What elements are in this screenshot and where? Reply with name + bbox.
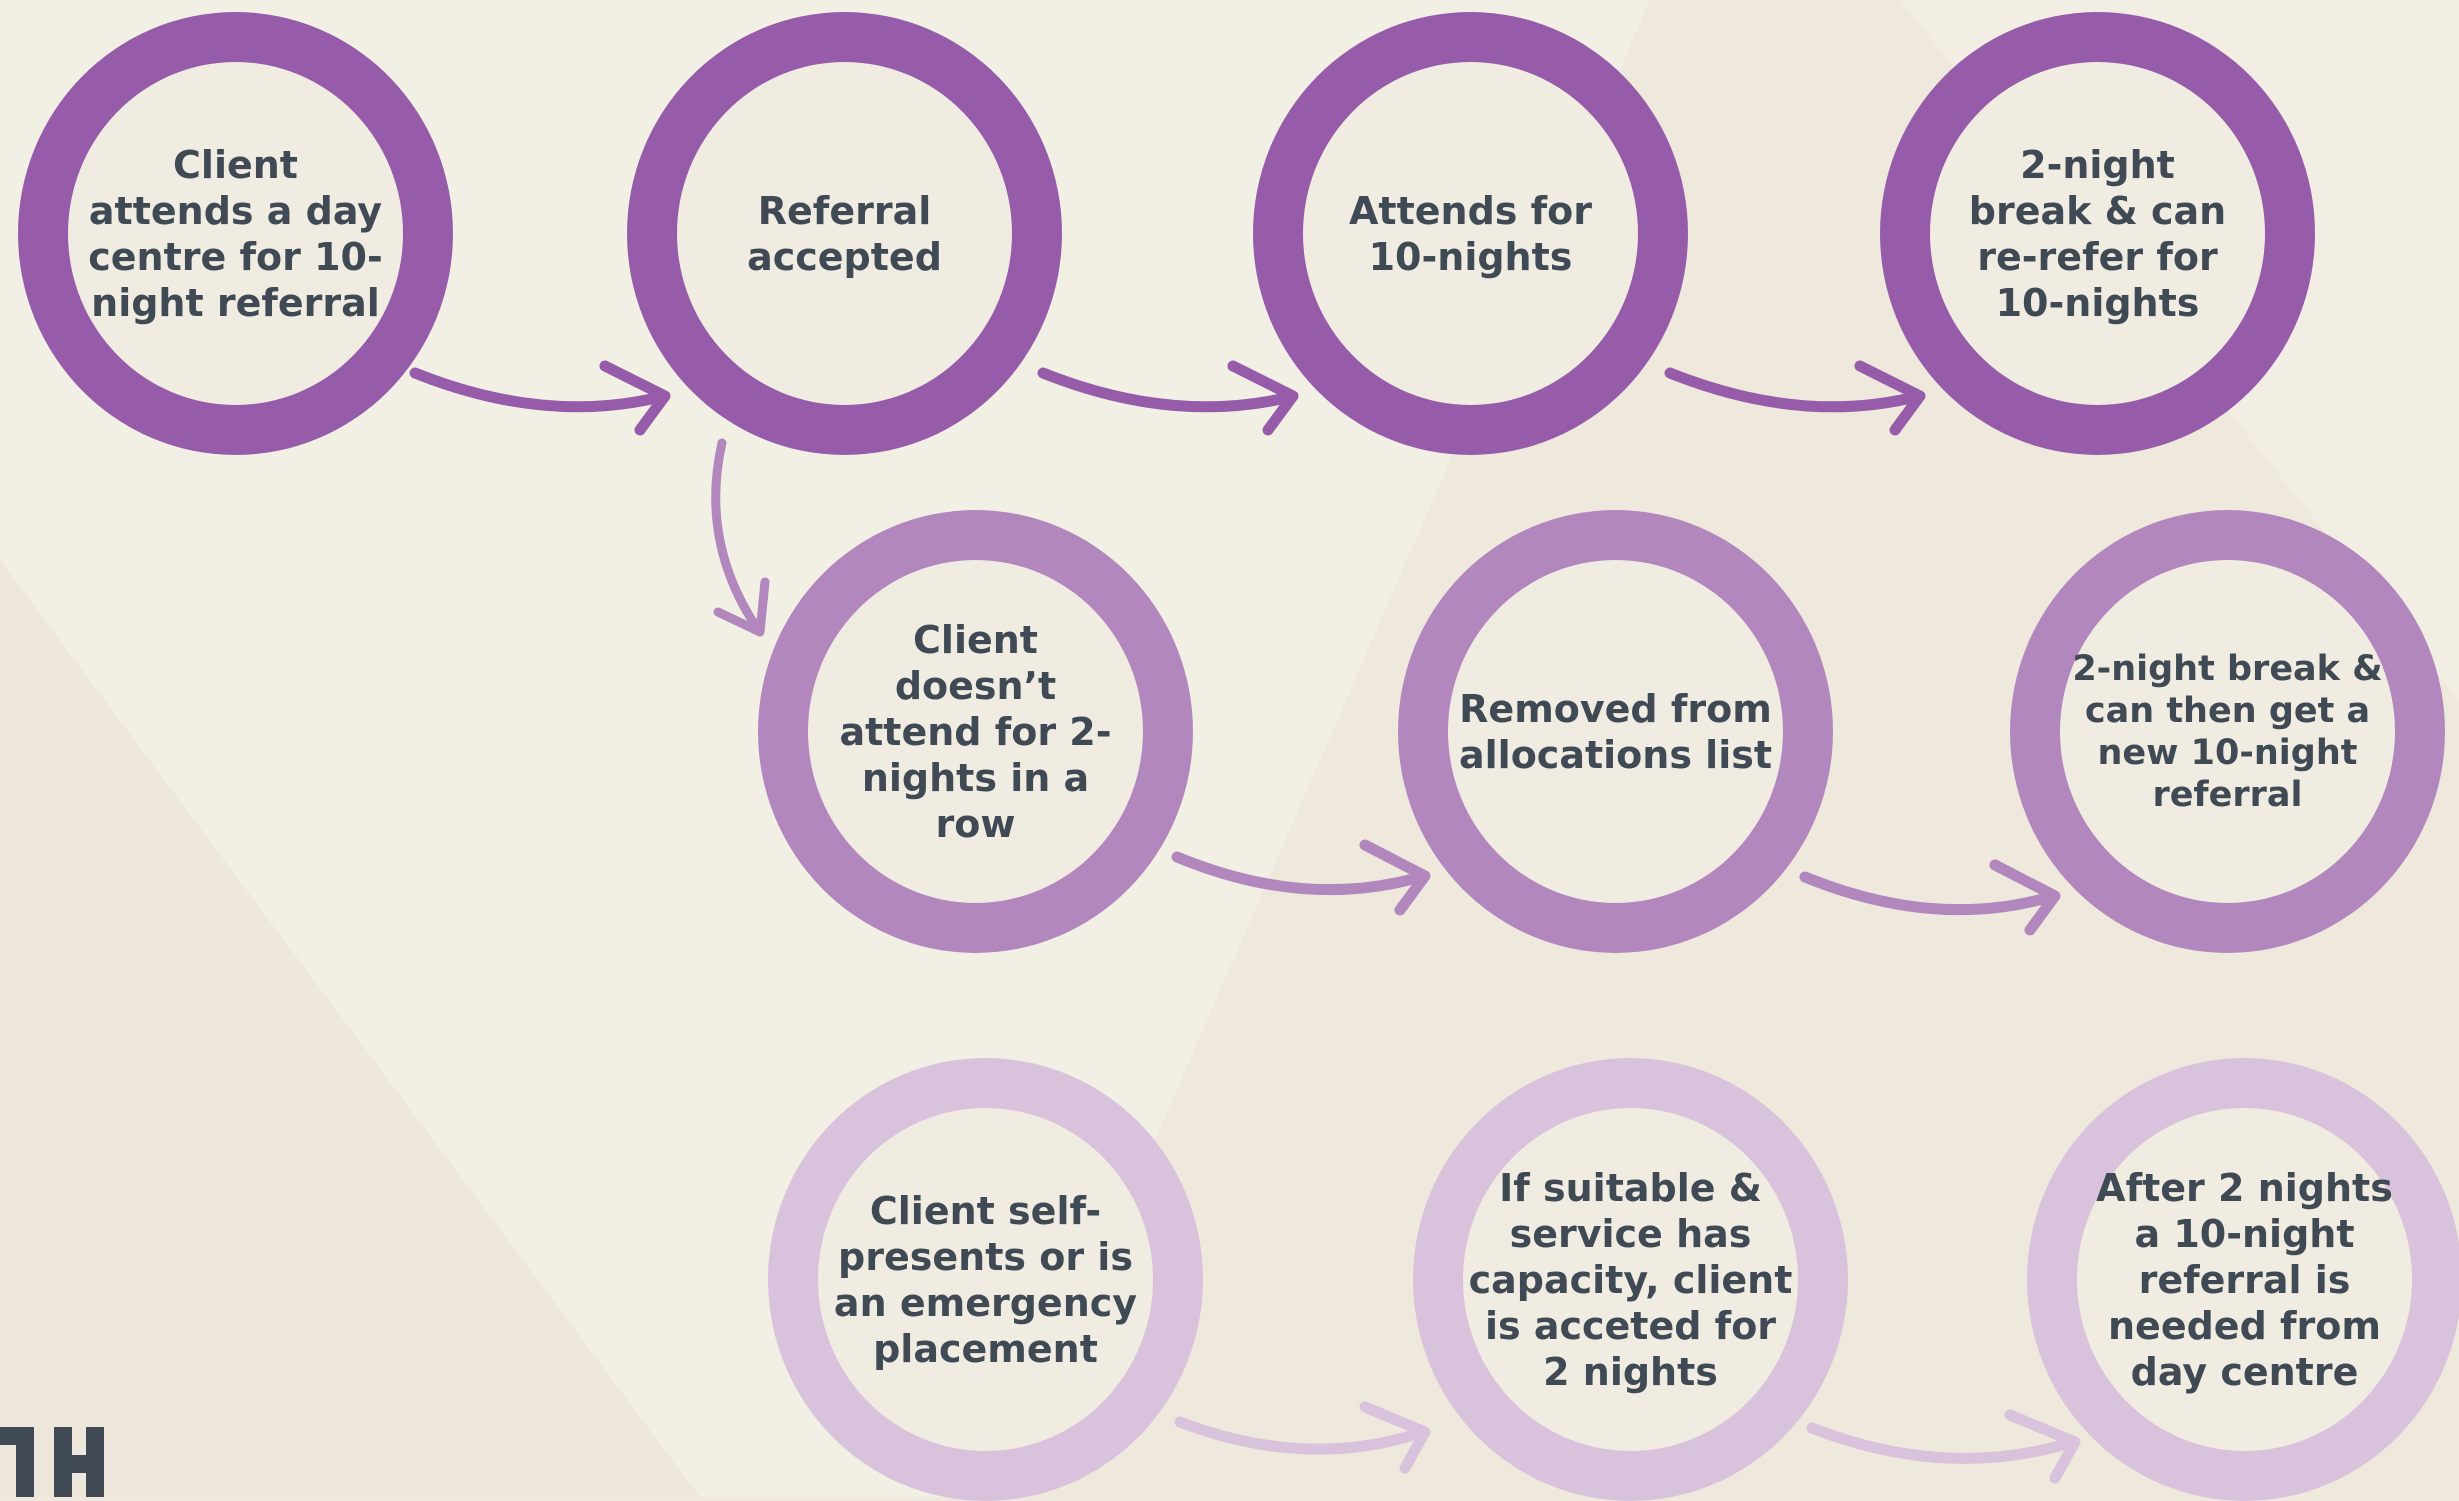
step-label: After 2 nights a 10-night referral is ne…: [2096, 1165, 2393, 1394]
step-2-night-break-re-refer: 2-night break & can re-refer for 10-nigh…: [1880, 12, 2315, 455]
step-label: Client self-presents or is an emergency …: [833, 1188, 1138, 1371]
step-label: 2-night break & can then get a new 10-ni…: [2072, 648, 2383, 815]
step-label: Attends for 10-nights: [1349, 188, 1592, 279]
curved-arrow-icon: [1171, 839, 1431, 916]
curved-arrow-icon: [1664, 360, 1926, 436]
step-2-night-break-new-referral: 2-night break & can then get a new 10-ni…: [2010, 510, 2445, 953]
step-after-2-nights-referral-needed: After 2 nights a 10-night referral is ne…: [2027, 1058, 2459, 1501]
step-client-self-presents: Client self-presents or is an emergency …: [768, 1058, 1203, 1501]
curved-arrow-icon: [1037, 360, 1299, 436]
step-label: If suitable & service has capacity, clie…: [1468, 1165, 1793, 1394]
step-label: Client doesn’t attend for 2-nights in a …: [839, 617, 1112, 846]
curved-arrow-icon: [1806, 1409, 2081, 1484]
curved-arrow-icon: [711, 438, 770, 637]
step-client-attends-day-centre: Client attends a day centre for 10-night…: [18, 12, 453, 455]
step-label: 2-night break & can re-refer for 10-nigh…: [1968, 142, 2227, 325]
logo-fragment-icon: [0, 1427, 104, 1497]
curved-arrow-icon: [1799, 859, 2061, 936]
step-label: Removed from allocations list: [1459, 686, 1772, 777]
curved-arrow-icon: [409, 360, 671, 436]
step-referral-accepted: Referral accepted: [627, 12, 1062, 455]
step-client-doesnt-attend: Client doesn’t attend for 2-nights in a …: [758, 510, 1193, 953]
step-label: Client attends a day centre for 10-night…: [88, 142, 383, 325]
curved-arrow-icon: [1174, 1401, 1431, 1474]
step-if-suitable-accepted: If suitable & service has capacity, clie…: [1413, 1058, 1848, 1501]
step-label: Referral accepted: [747, 188, 942, 279]
step-attends-10-nights: Attends for 10-nights: [1253, 12, 1688, 455]
step-removed-from-allocations: Removed from allocations list: [1398, 510, 1833, 953]
